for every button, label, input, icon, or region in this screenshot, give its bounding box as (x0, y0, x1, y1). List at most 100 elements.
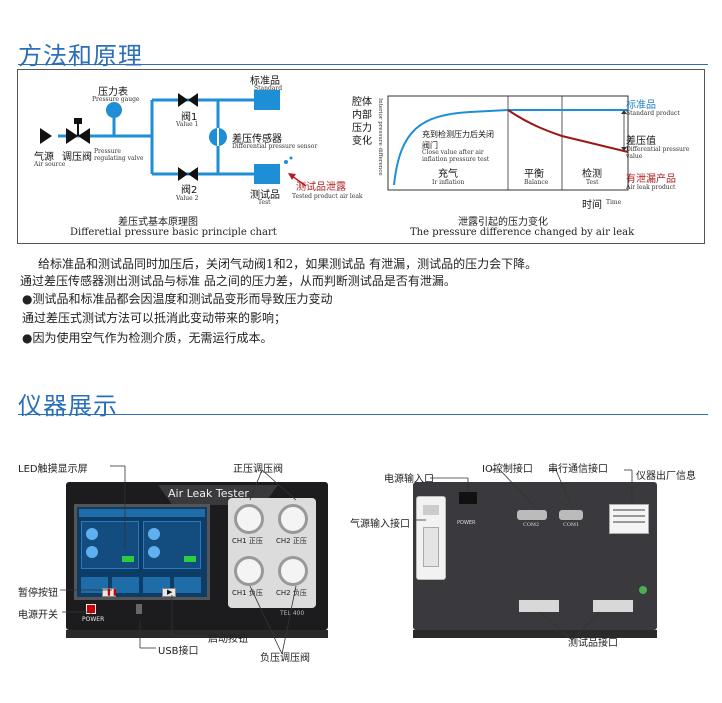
bullet-2: ●因为使用空气作为检测介质，无需运行成本。 (22, 331, 273, 345)
section-title-instrument: 仪器展示 (18, 392, 118, 420)
pressure-gauge-icon (106, 102, 122, 118)
valve2-label-en: Value 2 (176, 195, 199, 202)
com1-label: COM1 (563, 522, 580, 528)
body-line-2: 通过差压传感器测出测试品与标准 品之间的压力差，从而判断测试品是否有泄漏。 (20, 274, 456, 288)
chart-diff-label-en: Differential pressure value (626, 146, 690, 160)
valve-panel: CH1 正压 CH2 正压 CH1 负压 CH2 负压 (228, 498, 316, 608)
power-inlet[interactable] (459, 492, 477, 504)
valve2-icon (188, 167, 198, 181)
label-power-input: 电源输入口 (384, 474, 434, 485)
chart-time-label-en: Time (606, 199, 622, 206)
ch2-positive-label: CH2 正压 (276, 537, 307, 545)
schematic-caption: 差压式基本原理图 (118, 217, 198, 228)
serial-port[interactable] (559, 510, 583, 520)
body-line-3: 通过差压式测试方法可以抵消此变动带来的影响； (22, 311, 287, 325)
label-negative-valve: 负压调压阀 (260, 653, 310, 664)
bullet-1: ●测试品和标准品都会因温度和测试品变形而导致压力变动 (22, 292, 333, 306)
bullet-1-text: 测试品和标准品都会因温度和测试品变形而导致压力变动 (32, 292, 333, 306)
standard-label: 标准品 (250, 76, 280, 87)
model-label: TEL 400 (280, 610, 305, 617)
chart-inflate-label: 充气 (438, 169, 458, 180)
label-io: IO控制接口 (482, 464, 533, 475)
chart-leak-product-label: 有泄漏产品 (626, 174, 676, 185)
chart-balance-label-en: Balance (524, 179, 549, 186)
label-pause: 暂停按钮 (18, 588, 58, 599)
regulator-label: 调压阀 (62, 152, 92, 163)
label-air-input: 气源输入接口 (350, 519, 410, 530)
valve1-icon (188, 93, 198, 107)
leak-label: 测试品泄露 (296, 182, 346, 193)
leak-curve (507, 109, 629, 153)
gauge-label: 压力表 (98, 87, 128, 98)
valve1-label: 阀1 (181, 112, 198, 123)
label-nameplate: 仪器出厂信息 (636, 471, 696, 482)
leak-label-en: Tested product air leak (292, 193, 363, 200)
chart-leak-product-label-en: Air leak product (626, 184, 676, 191)
test-label-en: Test (258, 199, 271, 206)
ch1-negative-knob[interactable] (234, 556, 264, 586)
regulator-label-en: Pressure regulating valve (94, 148, 144, 162)
back-power-mark: POWER (457, 520, 476, 526)
principle-frame (17, 69, 705, 244)
section-title-method: 方法和原理 (18, 42, 143, 70)
pause-button[interactable]: ❚❚ (102, 588, 118, 597)
valve2-label: 阀2 (181, 185, 198, 196)
test-port-2[interactable] (593, 600, 633, 612)
air-filter-unit[interactable] (416, 496, 446, 580)
ch2-negative-label: CH2 负压 (276, 589, 307, 597)
air-source-icon (40, 128, 52, 144)
front-leaders (60, 465, 297, 655)
brand-label: Air Leak Tester (168, 487, 249, 500)
sensor-label-en: Differential pressure sensor (232, 143, 318, 150)
label-start: 启动按钮 (208, 634, 248, 645)
section-rule-1 (18, 64, 708, 65)
label-positive-valve: 正压调压阀 (233, 464, 283, 475)
nameplate (609, 504, 649, 534)
valve1-label-en: Value 1 (176, 121, 199, 128)
chart-inflate-label-en: Ir inflation (432, 179, 465, 186)
back-leaders (416, 469, 633, 641)
ch1-positive-knob[interactable] (234, 504, 264, 534)
source-label: 气源 (34, 152, 54, 163)
chart-caption: 泄露引起的压力变化 (458, 217, 548, 228)
chart-detect-label-en: Test (586, 179, 599, 186)
chart-time-label: 时间 (582, 200, 602, 211)
io-port[interactable] (517, 510, 547, 520)
standard-box (254, 90, 280, 110)
chart-std-label-en: Standard product (626, 110, 680, 117)
gauge-label-en: Pressure gauge (92, 96, 140, 103)
standard-curve (393, 109, 628, 186)
test-box (254, 164, 280, 184)
chart-close-label: 充到检测压力后关闭阀门 (422, 130, 494, 150)
regulator-valve-icon (78, 128, 90, 144)
ch2-negative-knob[interactable] (278, 556, 308, 586)
label-usb: USB接口 (158, 646, 199, 657)
chart-diff-label: 差压值 (626, 136, 656, 147)
com2-label: COM2 (523, 522, 540, 528)
chart-close-label-en: Close value after air inflation pressure… (422, 149, 490, 163)
sensor-label: 差压传感器 (232, 134, 282, 145)
label-serial: 串行通信接口 (548, 464, 608, 475)
ch1-positive-label: CH1 正压 (232, 537, 263, 545)
ch2-positive-knob[interactable] (278, 504, 308, 534)
test-port-1[interactable] (519, 600, 559, 612)
label-lcd: LED触摸显示屏 (18, 464, 88, 475)
chart-balance-label: 平衡 (524, 169, 544, 180)
label-test-port: 测试品接口 (568, 638, 618, 649)
body-line-1: 给标准品和测试品同时加压后，关闭气动阀1和2，如果测试品 有泄漏，测试品的压力会… (38, 257, 538, 271)
schematic-caption-en: Differetial pressure basic principle cha… (70, 227, 277, 238)
usb-port[interactable] (136, 604, 142, 614)
chart-yaxis-label-en: Interior pressure difference (377, 98, 383, 176)
bullet-2-text: 因为使用空气作为检测介质，无需运行成本。 (32, 331, 273, 345)
source-label-en: Air source (34, 161, 66, 168)
section-rule-2 (18, 414, 708, 415)
differential-schematic (40, 90, 307, 187)
start-button[interactable]: ▶ (162, 588, 176, 597)
test-label: 测试品 (250, 190, 280, 201)
front-panel: Air Leak Tester CH1 正压 CH2 正压 CH1 负压 CH2… (66, 482, 328, 630)
standard-label-en: Standard (254, 85, 283, 92)
power-label: POWER (82, 616, 105, 623)
chart-caption-en: The pressure difference changed by air l… (410, 227, 635, 238)
touch-screen[interactable] (74, 504, 210, 600)
chart-yaxis-label: 腔体内部压力变化 (352, 97, 372, 147)
